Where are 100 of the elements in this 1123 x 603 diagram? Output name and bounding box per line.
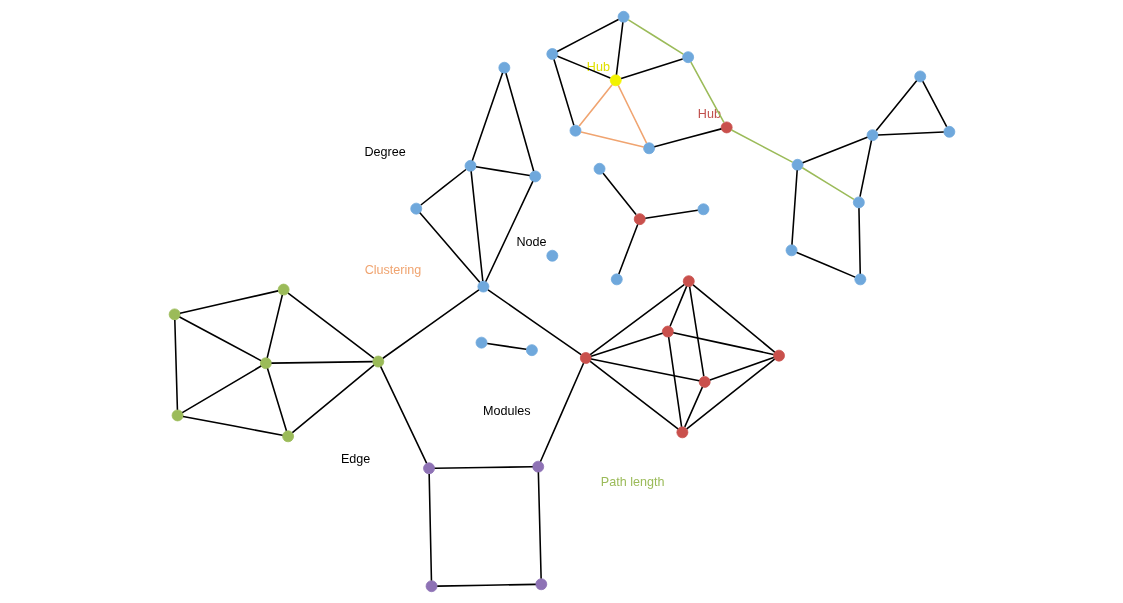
node-circle bbox=[477, 280, 489, 293]
connector bbox=[589, 358, 700, 382]
connector bbox=[381, 289, 480, 360]
connector bbox=[555, 18, 619, 53]
connector bbox=[474, 165, 530, 177]
connector bbox=[683, 386, 703, 428]
node-circle bbox=[409, 202, 422, 215]
connector bbox=[577, 84, 613, 127]
connector bbox=[615, 21, 624, 76]
connector bbox=[601, 172, 637, 216]
node-circle bbox=[545, 48, 558, 60]
connector bbox=[858, 139, 872, 198]
node-circle bbox=[772, 349, 785, 362]
connector bbox=[418, 212, 481, 284]
connector bbox=[469, 170, 484, 282]
connector bbox=[801, 166, 855, 201]
node-circle bbox=[277, 283, 289, 296]
connector bbox=[427, 473, 432, 582]
connector bbox=[471, 72, 503, 162]
connector bbox=[876, 131, 944, 136]
node-circle bbox=[259, 357, 272, 370]
node-circle bbox=[610, 273, 623, 286]
node-circle bbox=[853, 273, 866, 286]
node-circle bbox=[422, 462, 435, 475]
connector bbox=[672, 332, 774, 356]
connector bbox=[433, 465, 533, 469]
node-circle bbox=[852, 196, 865, 209]
connector bbox=[178, 316, 262, 362]
connector bbox=[486, 342, 527, 351]
connector bbox=[653, 128, 722, 148]
connector bbox=[556, 55, 611, 79]
connector bbox=[537, 471, 542, 580]
label: Clustering bbox=[364, 262, 421, 277]
connector bbox=[627, 19, 684, 55]
connector bbox=[588, 360, 679, 430]
node-circle bbox=[681, 51, 694, 64]
node-circle bbox=[609, 74, 622, 87]
connector bbox=[795, 251, 856, 278]
node-circle bbox=[528, 170, 541, 183]
connector bbox=[617, 223, 638, 275]
connector bbox=[270, 360, 373, 364]
connector bbox=[790, 169, 798, 246]
connector bbox=[708, 356, 774, 381]
connector bbox=[691, 284, 775, 353]
connector bbox=[379, 365, 427, 464]
connector bbox=[419, 168, 467, 206]
connector bbox=[181, 365, 262, 414]
node-circle bbox=[593, 162, 605, 175]
connector bbox=[266, 367, 287, 432]
label: Path length bbox=[600, 475, 664, 490]
node-circle bbox=[475, 336, 487, 349]
node-circle bbox=[545, 249, 558, 262]
connector bbox=[730, 129, 793, 163]
connector bbox=[668, 285, 687, 327]
node-circle bbox=[785, 244, 797, 257]
connector bbox=[173, 319, 178, 411]
node-circle bbox=[168, 308, 181, 321]
connector bbox=[619, 58, 683, 80]
connector bbox=[875, 80, 917, 132]
connector bbox=[857, 207, 861, 275]
connector bbox=[579, 131, 644, 148]
connector bbox=[552, 58, 575, 126]
node-circle bbox=[425, 580, 437, 593]
node-circle bbox=[497, 61, 510, 74]
connector bbox=[436, 583, 536, 587]
node-circle bbox=[569, 124, 581, 137]
connector bbox=[486, 289, 582, 356]
node-circle bbox=[720, 121, 733, 134]
node-circle bbox=[642, 142, 655, 155]
node-circle bbox=[464, 159, 476, 172]
node-circle bbox=[675, 426, 688, 439]
connector bbox=[644, 209, 698, 220]
connector bbox=[484, 180, 534, 283]
node-circle bbox=[697, 203, 709, 216]
connector bbox=[801, 136, 868, 164]
node-circle bbox=[371, 355, 384, 368]
node-circle bbox=[791, 158, 803, 171]
connector bbox=[504, 72, 534, 172]
node-circle bbox=[913, 70, 926, 83]
connector bbox=[178, 290, 279, 314]
connector bbox=[265, 294, 283, 359]
connector bbox=[588, 283, 685, 356]
connector bbox=[589, 332, 663, 358]
label: Edge bbox=[340, 451, 370, 466]
node-circle bbox=[525, 344, 538, 357]
connector bbox=[667, 336, 682, 428]
node-circle bbox=[617, 10, 629, 23]
node-circle bbox=[281, 430, 294, 443]
label: Modules bbox=[482, 404, 530, 419]
node-circle bbox=[633, 213, 646, 226]
connector bbox=[291, 364, 375, 434]
node-circle bbox=[171, 409, 183, 422]
node-circle bbox=[682, 275, 695, 288]
connector bbox=[616, 84, 647, 144]
node-circle bbox=[531, 460, 544, 473]
connector bbox=[689, 61, 725, 124]
connector bbox=[539, 362, 584, 463]
node-circle bbox=[661, 325, 674, 338]
connector bbox=[685, 358, 775, 430]
node-circle bbox=[579, 352, 592, 364]
